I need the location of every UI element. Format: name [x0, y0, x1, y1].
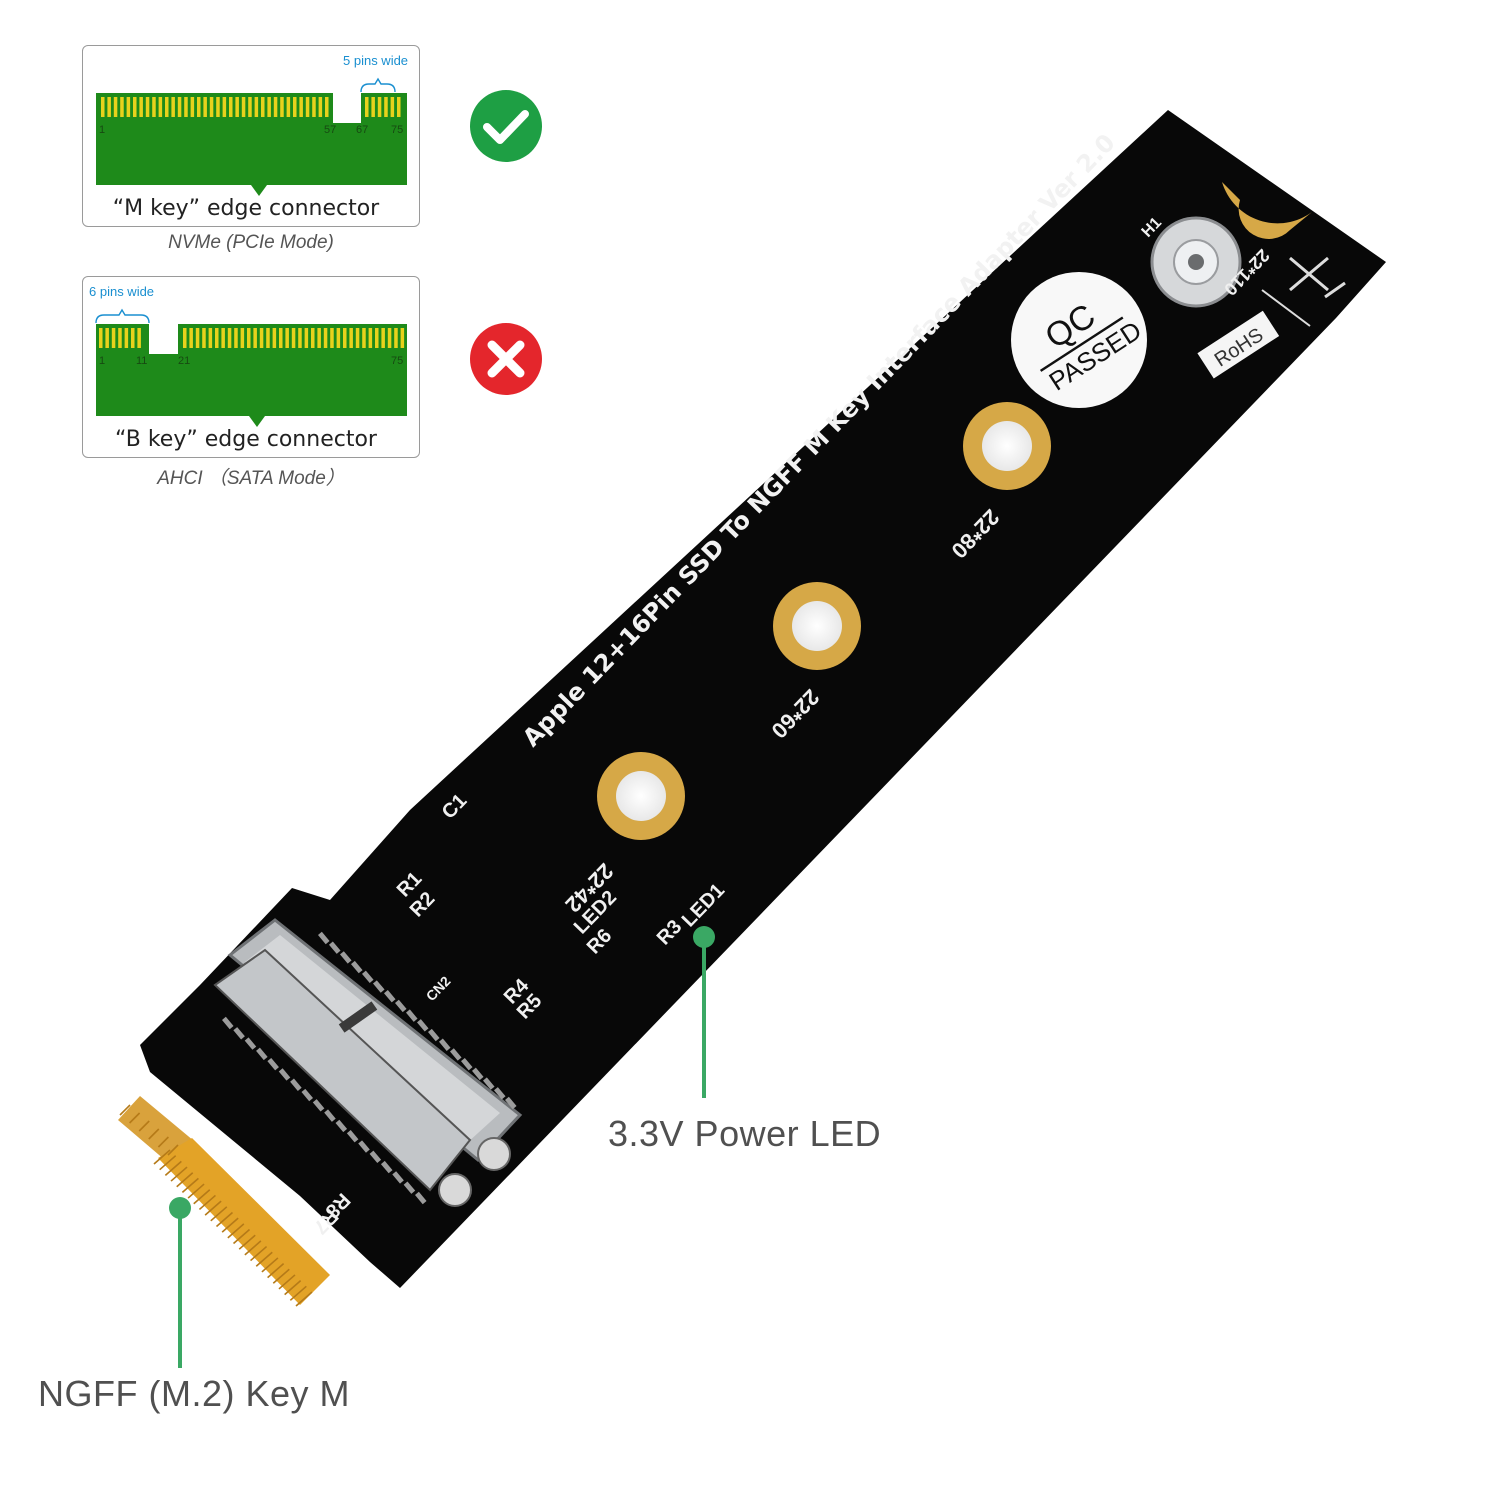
- m-pin-1: 1: [99, 124, 105, 136]
- m-pin-57: 57: [324, 124, 336, 136]
- weee-bin-icon: [1289, 256, 1346, 299]
- mount-hole-22x60: [773, 582, 861, 670]
- b-pin-11: 11: [136, 355, 147, 367]
- b-pin-1: 1: [99, 355, 105, 367]
- apple-ssd-connector: [213, 918, 523, 1207]
- b-key-connector-diagram: 1 11 21 75: [95, 308, 407, 427]
- m-key-panel: 1 57 67 75 5 pins wide “M key” edge conn…: [82, 45, 420, 227]
- b-key-mode: AHCI （SATA Mode）: [157, 468, 345, 489]
- cross-icon: [470, 323, 542, 395]
- standoff-screw-icon: [1150, 216, 1242, 308]
- key-callout-line: [169, 1197, 191, 1368]
- b-key-caption: “B key” edge connector: [115, 427, 377, 452]
- mount-hole-22x110: [1222, 182, 1312, 239]
- edge-connector-large: [158, 1138, 330, 1305]
- key-callout-label: NGFF (M.2) Key M: [38, 1373, 350, 1414]
- m-pin-67: 67: [356, 124, 368, 136]
- b-pin-75: 75: [391, 355, 403, 367]
- mount-hole-22x42: [597, 752, 685, 840]
- m-key-mode: NVMe (PCIe Mode): [168, 232, 334, 253]
- qc-passed-sticker: QC PASSED: [1011, 272, 1147, 408]
- m-key-connector-diagram: 1 57 67 75: [96, 77, 407, 196]
- b-pin-note: 6 pins wide: [89, 284, 155, 299]
- m-key-caption: “M key” edge connector: [112, 196, 380, 221]
- m-pin-75: 75: [391, 124, 403, 136]
- mount-hole-22x80: [963, 402, 1051, 490]
- b-pin-21: 21: [178, 355, 190, 367]
- m-pin-note: 5 pins wide: [343, 53, 409, 68]
- led-callout-line: [693, 926, 715, 1098]
- led-callout-label: 3.3V Power LED: [608, 1113, 882, 1154]
- checkmark-icon: [470, 90, 542, 162]
- b-key-panel: 1 11 21 75 6 pins wide “B key” edge conn…: [82, 276, 420, 458]
